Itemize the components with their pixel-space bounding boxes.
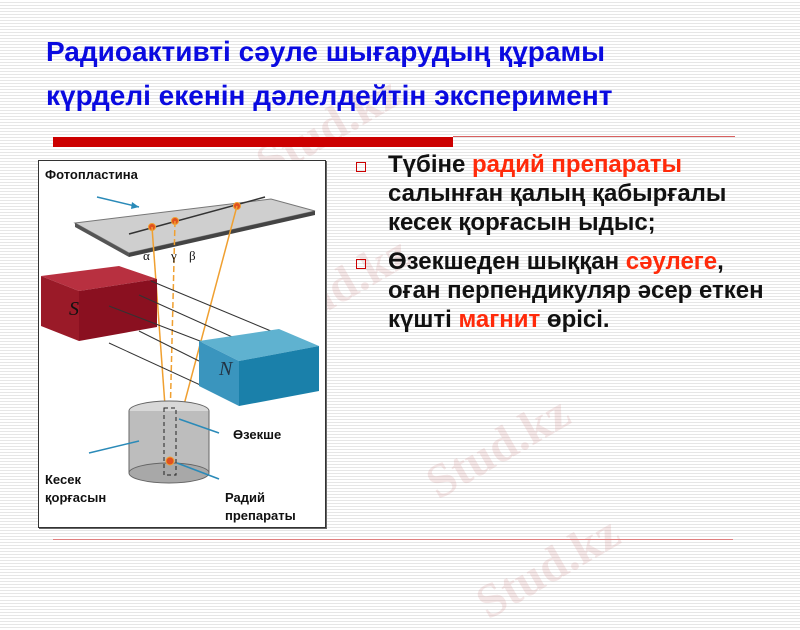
bullet-highlight: радий препараты bbox=[472, 151, 683, 178]
photoplate-label: Фотопластина bbox=[45, 167, 138, 182]
title-line-1: Радиоактивті сәуле шығарудың құрамы bbox=[46, 36, 606, 67]
north-pole-label: N bbox=[219, 358, 233, 380]
alpha-label: α bbox=[143, 248, 150, 263]
square-bullet-icon bbox=[356, 162, 366, 172]
lead-container-label: Кесек қорғасын bbox=[45, 471, 106, 507]
bullet-highlight: сәулеге bbox=[625, 248, 718, 275]
radium-label: Радий препараты bbox=[225, 489, 296, 525]
bullet-item: Өзекшеден шыққан сәулеге, оған перпендик… bbox=[340, 247, 780, 334]
title-divider-thick bbox=[53, 137, 453, 147]
bullet-list: Түбіне радий препараты салынған қалың қа… bbox=[340, 150, 780, 344]
bullet-text: өрісі. bbox=[540, 306, 610, 333]
watermark: Stud.kz bbox=[467, 505, 629, 630]
bullet-text: Өзекшеден шыққан bbox=[388, 248, 626, 275]
experiment-diagram: Фотопластина α γ β S N Өзекше Кесек қорғ… bbox=[38, 160, 326, 528]
gamma-label: γ bbox=[171, 248, 177, 263]
watermark: Stud.kz bbox=[417, 385, 579, 510]
bullet-text: салынған қалың қабырғалы кесек қорғасын … bbox=[388, 180, 727, 236]
core-label: Өзекше bbox=[233, 427, 282, 442]
title-divider-thin bbox=[453, 136, 735, 137]
radium-label-line-1: Радий bbox=[225, 490, 265, 505]
square-bullet-icon bbox=[356, 259, 366, 269]
footer-divider bbox=[53, 539, 733, 540]
bullet-text: Түбіне bbox=[388, 151, 473, 178]
title-line-2: күрделі екенін дәлелдейтін эксперимент bbox=[46, 80, 613, 111]
diagram-illustration bbox=[41, 196, 319, 484]
bullet-text: , оған перпендикуляр әсер еткен күшті bbox=[388, 248, 764, 333]
lead-label-line-1: Кесек bbox=[45, 472, 81, 487]
bullet-highlight: магнит bbox=[458, 306, 541, 333]
radium-label-line-2: препараты bbox=[225, 508, 296, 523]
slide-title: Радиоактивті сәуле шығарудың құрамы күрд… bbox=[46, 30, 786, 118]
lead-label-line-2: қорғасын bbox=[45, 490, 107, 505]
south-pole-label: S bbox=[69, 298, 79, 320]
bullet-item: Түбіне радий препараты салынған қалың қа… bbox=[340, 150, 780, 237]
beta-label: β bbox=[189, 248, 196, 263]
